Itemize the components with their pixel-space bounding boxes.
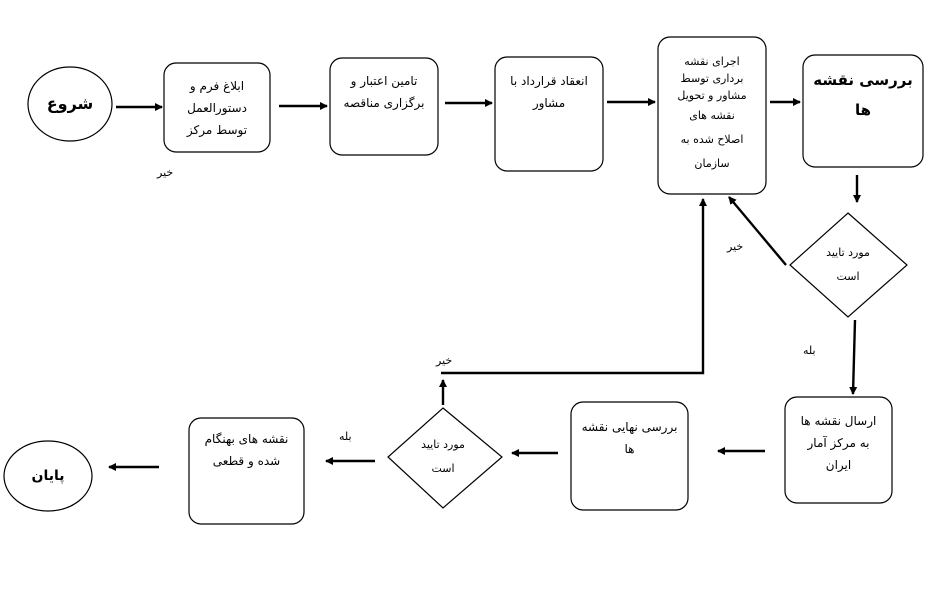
step5-box: [802, 54, 924, 168]
decision2-diamond: [387, 407, 503, 509]
step4-box: [657, 36, 767, 195]
step1-label: ابلاغ فرم و دستورالعمل توسط مرکز: [164, 63, 270, 152]
step3-line2: مشاور: [532, 96, 566, 110]
step7-label: بررسی نهایی نقشه ها: [571, 414, 688, 462]
step4-line4: نقشه های: [689, 109, 735, 122]
step6-line3: ایران: [825, 458, 852, 472]
step8-box: [188, 417, 305, 525]
yes-label-decision2: بله: [339, 430, 352, 443]
step5-label: بررسی نقشه ها: [803, 62, 923, 128]
step6-line1: ارسال نقشه ها: [800, 414, 877, 428]
step8-label: نقشه های بهنگام شده و قطعی: [189, 426, 304, 474]
end-text: پایان: [31, 468, 65, 484]
step2-label: تامین اعتبار و برگزاری مناقصه: [330, 62, 438, 122]
step4-line1: اجرای نقشه: [684, 55, 740, 68]
step1-line1: ابلاغ فرم و: [189, 78, 245, 93]
step5-line2: ها: [854, 101, 872, 119]
end-oval: [3, 440, 93, 512]
step8-line1: نقشه های بهنگام: [204, 432, 289, 446]
no-label-left: خیر: [157, 166, 174, 179]
arrow-decision2-no-to-step4: [441, 198, 707, 375]
step6-label: ارسال نقشه ها به مرکز آمار ایران: [785, 406, 892, 480]
decision1-diamond: [789, 212, 908, 318]
no-label-decision2: خیر: [436, 354, 453, 367]
step2-line1: تامین اعتبار و: [350, 74, 418, 88]
start-oval: [27, 66, 113, 142]
step2-box: [329, 57, 439, 156]
step6-box: [784, 396, 893, 504]
step1-box: [163, 62, 271, 153]
step2-line2: برگزاری مناقصه: [343, 96, 425, 110]
step4-label: اجرای نقشه برداری توسط مشاور و تحویل نقش…: [658, 42, 766, 187]
step4-line3: مشاور و تحویل: [677, 89, 747, 102]
step8-line2: شده و قطعی: [212, 454, 281, 468]
start-label: شروع: [28, 84, 112, 124]
no-label-decision1: خیر: [727, 240, 744, 253]
start-text: شروع: [46, 94, 94, 113]
step4-line2: برداری توسط: [680, 72, 744, 85]
arrow-decision1-yes-to-step6: [849, 319, 858, 395]
step5-line1: بررسی نقشه: [813, 71, 913, 89]
decision2-line1: مورد تایید: [421, 438, 465, 451]
decision1-label: مورد تایید است: [805, 240, 891, 290]
step7-box: [570, 401, 689, 511]
decision1-line1: مورد تایید: [826, 246, 870, 259]
end-label: پایان: [6, 456, 90, 496]
arrow-decision1-no-to-step4: [728, 196, 787, 266]
step7-line1: بررسی نهایی نقشه: [581, 420, 678, 434]
decision2-line2: است: [431, 462, 455, 475]
step1-line2: دستورالعمل: [187, 100, 247, 115]
step7-line2: ها: [624, 442, 635, 456]
decision2-label: مورد تایید است: [403, 432, 483, 482]
step4-line5: اصلاح شده به: [680, 133, 744, 146]
decision1-line2: است: [836, 270, 860, 283]
step6-line2: به مرکز آمار: [807, 436, 870, 450]
yes-label-decision1: بله: [803, 344, 816, 357]
step3-box: [494, 56, 604, 172]
step3-label: انعقاد قرارداد با مشاور: [495, 62, 603, 122]
step3-line1: انعقاد قرارداد با: [510, 74, 588, 88]
step4-line6: سازمان: [694, 157, 730, 170]
step1-line3: توسط مرکز: [186, 122, 248, 137]
